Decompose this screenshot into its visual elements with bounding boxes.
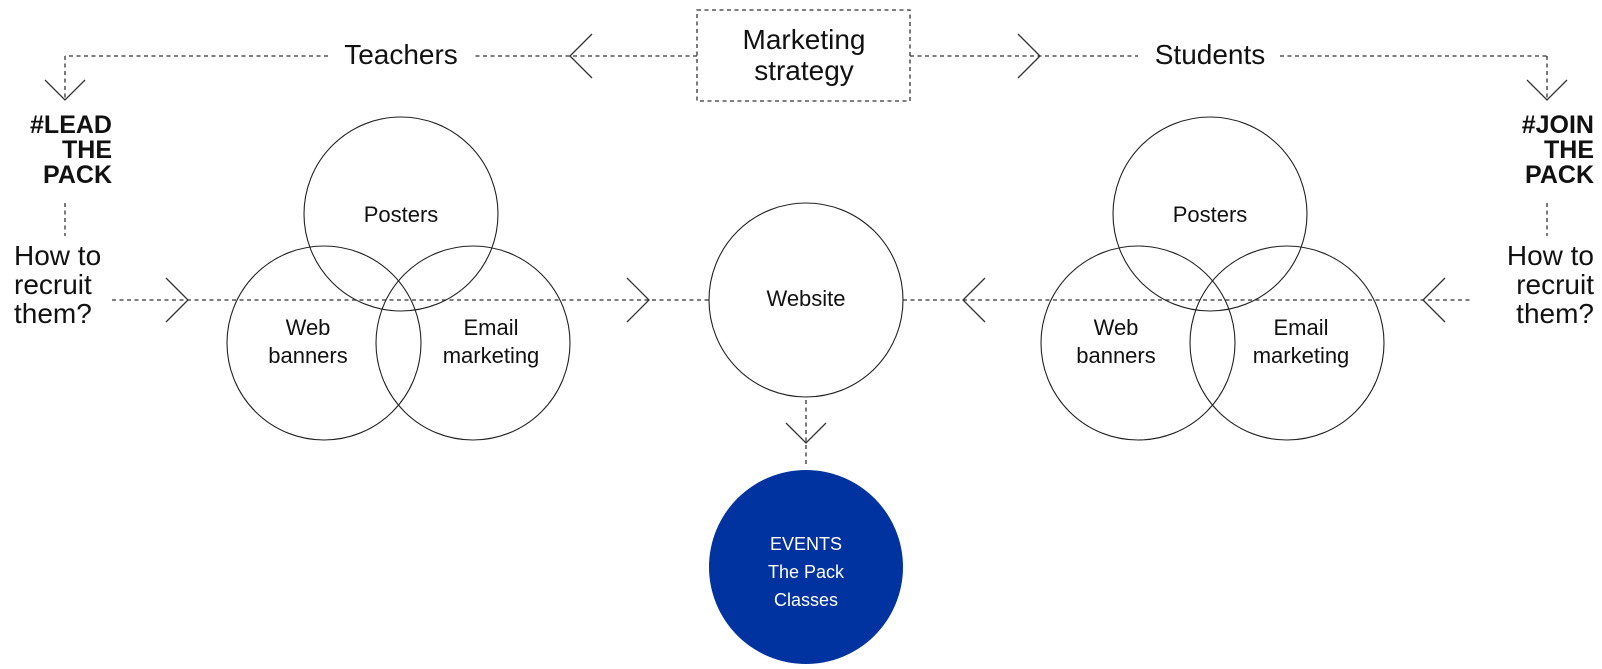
arrow-right-flow-1-icon [962, 277, 986, 323]
teachers-question-line3: them? [14, 298, 92, 329]
students-email-marketing-label-1: Email [1273, 315, 1328, 340]
students-web-banners-label-2: banners [1076, 343, 1156, 368]
events-line1: EVENTS [770, 534, 842, 554]
students-label: Students [1155, 39, 1266, 70]
join-hashtag-line2: THE [1544, 136, 1594, 164]
students-posters-circle [1112, 116, 1308, 312]
website-circle [708, 202, 904, 398]
students-question-line1: How to [1507, 240, 1594, 271]
students-web-banners-circle [1040, 245, 1236, 441]
arrow-right-flow-2-icon [1422, 277, 1446, 323]
teachers-question-line1: How to [14, 240, 101, 271]
arrow-to-students-icon [1017, 33, 1041, 79]
teachers-label: Teachers [344, 39, 458, 70]
lead-hashtag-line2: THE [62, 136, 112, 164]
arrow-to-teachers-icon [569, 33, 593, 79]
join-hashtag-line1: #JOIN [1522, 111, 1594, 139]
join-hashtag-line3: PACK [1525, 161, 1594, 189]
teachers-email-marketing-label-2: marketing [443, 343, 540, 368]
strategy-line1: Marketing [743, 24, 866, 55]
events-circle [709, 470, 903, 664]
arrow-down-join-icon [1526, 79, 1568, 101]
lead-hashtag-line1: #LEAD [30, 111, 112, 139]
teachers-web-banners-label-2: banners [268, 343, 348, 368]
lead-hashtag-line3: PACK [43, 161, 112, 189]
website-label: Website [766, 286, 845, 311]
arrow-down-lead-icon [44, 79, 86, 101]
arrow-down-events-icon [785, 422, 827, 444]
students-question-line3: them? [1516, 298, 1594, 329]
teachers-web-banners-label-1: Web [286, 315, 331, 340]
teachers-email-marketing-label-1: Email [463, 315, 518, 340]
events-line2: The Pack [768, 562, 845, 582]
arrow-left-flow-2-icon [626, 277, 650, 323]
students-email-marketing-label-2: marketing [1253, 343, 1350, 368]
teachers-web-banners-circle [226, 245, 422, 441]
teachers-question-line2: recruit [14, 269, 92, 300]
events-line3: Classes [774, 590, 838, 610]
strategy-line2: strategy [754, 55, 854, 86]
students-web-banners-label-1: Web [1094, 315, 1139, 340]
arrow-left-flow-1-icon [165, 277, 189, 323]
teachers-posters-circle [303, 116, 499, 312]
teachers-posters-label: Posters [364, 202, 439, 227]
teachers-email-marketing-circle [375, 245, 571, 441]
students-posters-label: Posters [1173, 202, 1248, 227]
students-email-marketing-circle [1189, 245, 1385, 441]
students-question-line2: recruit [1516, 269, 1594, 300]
